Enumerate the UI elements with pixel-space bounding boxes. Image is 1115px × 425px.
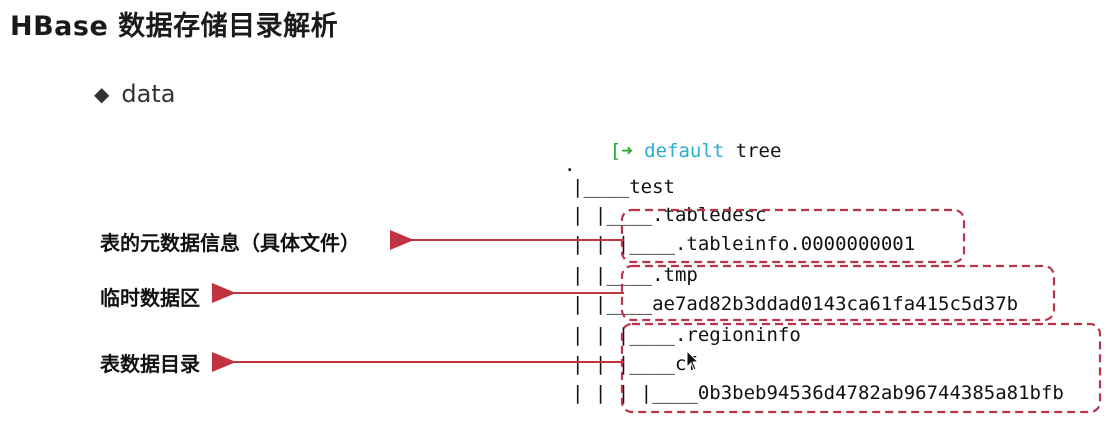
prompt-directory: default	[644, 140, 725, 162]
tree-line: | |____ae7ad82b3ddad0143ca61fa415c5d37b	[572, 293, 1019, 315]
green-arrow-icon: ➜	[621, 140, 633, 162]
dashed-box-tabledesc	[620, 208, 966, 264]
tree-line: | |____.tmp	[572, 264, 698, 286]
annotation-table-data-dir: 表数据目录	[100, 352, 200, 376]
tree-line: | | |____.tableinfo.0000000001	[572, 233, 916, 255]
annotation-table-metadata: 表的元数据信息（具体文件）	[100, 231, 360, 255]
tree-line: | | |____cf	[572, 353, 698, 375]
diamond-bullet-icon: ◆	[94, 82, 110, 106]
dashed-box-tmp	[620, 264, 1056, 322]
dashed-box-region	[620, 322, 1102, 414]
tree-line: .	[564, 154, 576, 176]
bullet-text: data	[121, 80, 176, 108]
tree-line: | | | |____0b3beb94536d4782ab96744385a81…	[572, 382, 1064, 404]
terminal-output: [➜ default tree . |____test | |____.tabl…	[560, 112, 1110, 417]
mouse-pointer-icon	[686, 350, 700, 371]
slide-title: HBase 数据存储目录解析	[10, 11, 339, 42]
prompt-command: tree	[735, 140, 782, 162]
tree-line: |____test	[572, 176, 675, 198]
cursor-bar-icon: [	[609, 140, 622, 162]
bullet-item: ◆ data	[94, 80, 175, 108]
annotation-temp-data: 临时数据区	[100, 286, 200, 310]
tree-line: | | |____.regioninfo	[572, 324, 801, 346]
terminal-prompt: [➜ default tree	[564, 118, 782, 184]
